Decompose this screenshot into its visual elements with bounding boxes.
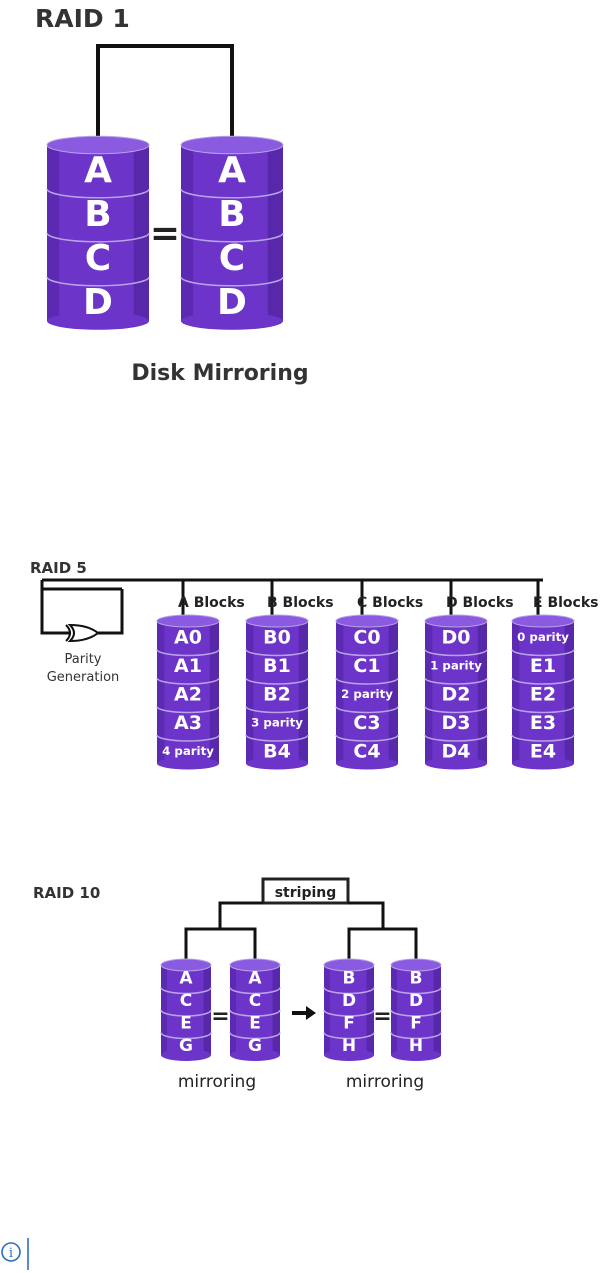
parity-loop-line (98, 589, 124, 635)
disk-segment-label: B1 (263, 655, 291, 677)
striping-branch-line (348, 901, 385, 929)
block-header-label: D Blocks (446, 595, 514, 611)
block-header-label: E Blocks (533, 595, 598, 611)
disk-segment-label: C3 (353, 712, 380, 734)
disk-segment-label: A (218, 150, 246, 191)
disk-segment-label: D2 (442, 684, 471, 706)
disk-segment-label: 3 parity (251, 715, 303, 729)
disk-segment-label: C4 (353, 741, 380, 763)
disk-segment-label: G (248, 1036, 262, 1056)
disk-segment-label: B (343, 968, 356, 988)
disk-segment-label: E3 (530, 712, 556, 734)
disk-segment-label: C0 (353, 627, 380, 649)
disk-segment-label: A0 (174, 627, 202, 649)
mirror-equals-sign: = (150, 213, 180, 254)
disk-segment-label: B0 (263, 627, 291, 649)
mirror-equals-sign: = (373, 1004, 391, 1029)
disk-segment-label: D3 (442, 712, 471, 734)
disk-segment-label: C (219, 238, 245, 279)
svg-text:i: i (9, 1246, 13, 1261)
parity-generation-label: Generation (47, 670, 120, 685)
disk-segment-label: E (180, 1013, 192, 1033)
xor-gate-icon (67, 623, 100, 643)
mirror-connector-line (96, 44, 234, 140)
raid1-caption: Disk Mirroring (131, 361, 308, 386)
disk-segment-label: 4 parity (162, 744, 214, 758)
mirror-pair-line (184, 927, 257, 961)
disk-segment-label: A (84, 150, 112, 191)
striping-box (261, 877, 350, 905)
disk-segment-label: E1 (530, 655, 556, 677)
mirroring-label: mirroring (178, 1072, 256, 1092)
right-arrow-icon (292, 1006, 316, 1020)
raid10-title: RAID 10 (33, 884, 101, 902)
disk-segment-label: G (179, 1036, 193, 1056)
disk-segment-label: A3 (174, 712, 202, 734)
mirror-equals-sign: = (211, 1004, 229, 1029)
parity-loop-line (40, 580, 70, 635)
disk-segment-label: D (409, 991, 423, 1011)
disk-segment-label: A (179, 968, 193, 988)
disk-segment-label: C (249, 991, 261, 1011)
disk-segment-label: A2 (174, 684, 202, 706)
info-note-marker: i (0, 1234, 40, 1272)
mirror-pair-line (347, 927, 418, 961)
disk-segment-label: A1 (174, 655, 202, 677)
striping-branch-line (218, 901, 263, 929)
disk-segment-label: B (218, 194, 245, 235)
disk-segment-label: D (83, 282, 113, 323)
block-header-label: B Blocks (267, 595, 334, 611)
disk-segment-label: H (409, 1036, 423, 1056)
disk-segment-label: B (84, 194, 111, 235)
disk-segment-label: 0 parity (517, 630, 569, 644)
disk-segment-label: C (85, 238, 111, 279)
block-header-label: C Blocks (357, 595, 423, 611)
mirroring-label: mirroring (346, 1072, 424, 1092)
disk-segment-label: E (249, 1013, 261, 1033)
disk-segment-label: H (342, 1036, 356, 1056)
disk-segment-label: A (248, 968, 262, 988)
disk-segment-label: F (410, 1013, 422, 1033)
raid5-title: RAID 5 (30, 559, 87, 577)
striping-label: striping (275, 885, 337, 901)
disk-segment-label: C (180, 991, 192, 1011)
disk-segment-label: D (342, 991, 356, 1011)
info-circle-icon: i (1, 1238, 29, 1270)
disk-segment-label: B (410, 968, 423, 988)
disk-segment-label: 2 parity (341, 687, 393, 701)
disk-segment-label: C1 (353, 655, 380, 677)
disk-segment-label: E4 (530, 741, 556, 763)
disk-segment-label: B4 (263, 741, 291, 763)
raid1-title: RAID 1 (35, 4, 130, 33)
disk-segment-label: D4 (442, 741, 471, 763)
block-header-label: A Blocks (178, 595, 245, 611)
disk-segment-label: B2 (263, 684, 291, 706)
disk-segment-label: 1 parity (430, 658, 482, 672)
disk-segment-label: D0 (442, 627, 471, 649)
disk-segment-label: E2 (530, 684, 556, 706)
disk-segment-label: D (217, 282, 247, 323)
disk-segment-label: F (343, 1013, 355, 1033)
parity-generation-label: Parity (65, 652, 102, 667)
